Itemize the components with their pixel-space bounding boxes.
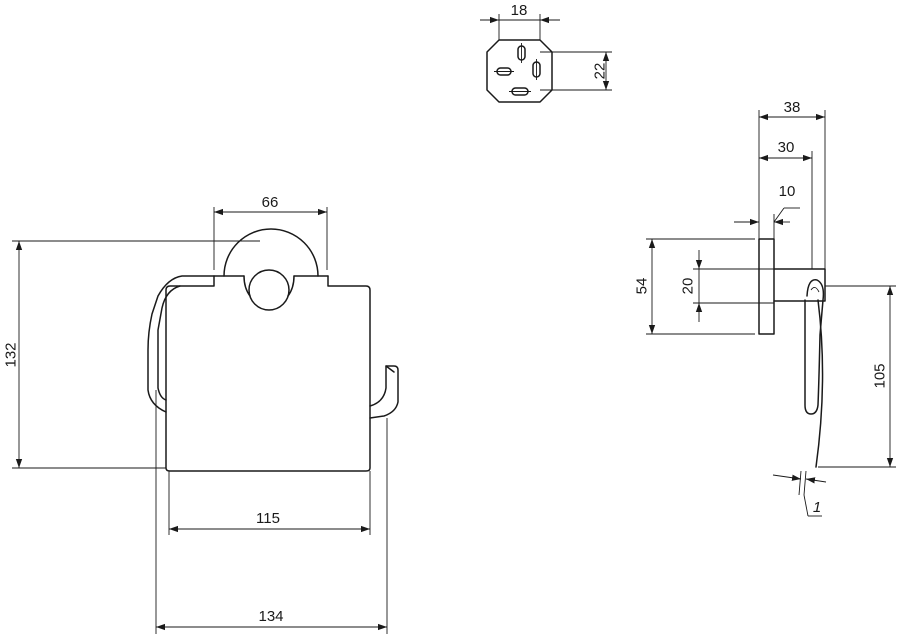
dim-label-22: 22: [592, 63, 609, 80]
dim-side-rosette-height: 54: [634, 238, 755, 335]
dim-total-width: 134: [155, 390, 388, 634]
dim-label-1: 1: [813, 499, 821, 516]
dim-side-depth-inner: 30: [759, 139, 813, 269]
dim-plate-thickness: 10: [734, 183, 800, 239]
side-arm-housing: [773, 268, 826, 302]
mounting-plate-view: 18 22: [480, 2, 612, 103]
front-cover-plate: [165, 275, 371, 472]
dim-mount-width: 18: [480, 2, 560, 40]
dim-label-105: 105: [872, 363, 889, 388]
front-rosette: [223, 228, 319, 277]
side-rosette: [758, 238, 775, 335]
dim-label-54: 54: [634, 278, 651, 295]
side-view: 38 30 10 54: [634, 99, 896, 517]
dim-label-38: 38: [784, 99, 801, 116]
dim-total-height: 132: [3, 240, 260, 469]
dim-rosette-width: 66: [213, 194, 328, 270]
side-cover-plate: [815, 299, 824, 468]
dim-mount-height-side: 20: [680, 250, 774, 322]
front-hook-right: [369, 365, 399, 419]
dim-cover-thickness: 1: [772, 470, 827, 517]
dim-label-20: 20: [680, 278, 697, 295]
dim-label-18: 18: [511, 2, 528, 19]
dim-cover-width: 115: [168, 471, 371, 535]
dim-label-132: 132: [3, 342, 20, 367]
dim-label-66: 66: [262, 194, 279, 211]
dim-side-depth: 38: [758, 99, 826, 269]
dim-cover-drop: 105: [818, 285, 896, 468]
dim-label-30: 30: [778, 139, 795, 156]
mounting-plate-outline: [486, 39, 553, 103]
dim-label-115: 115: [256, 510, 280, 527]
dim-mount-height: 22: [540, 51, 612, 91]
front-view: 66 132 115 134: [3, 194, 399, 634]
dim-label-10: 10: [779, 183, 796, 200]
dim-label-134: 134: [258, 608, 283, 625]
front-knob: [248, 269, 290, 311]
side-hinge: [804, 279, 825, 415]
front-arm-left: [147, 275, 215, 413]
